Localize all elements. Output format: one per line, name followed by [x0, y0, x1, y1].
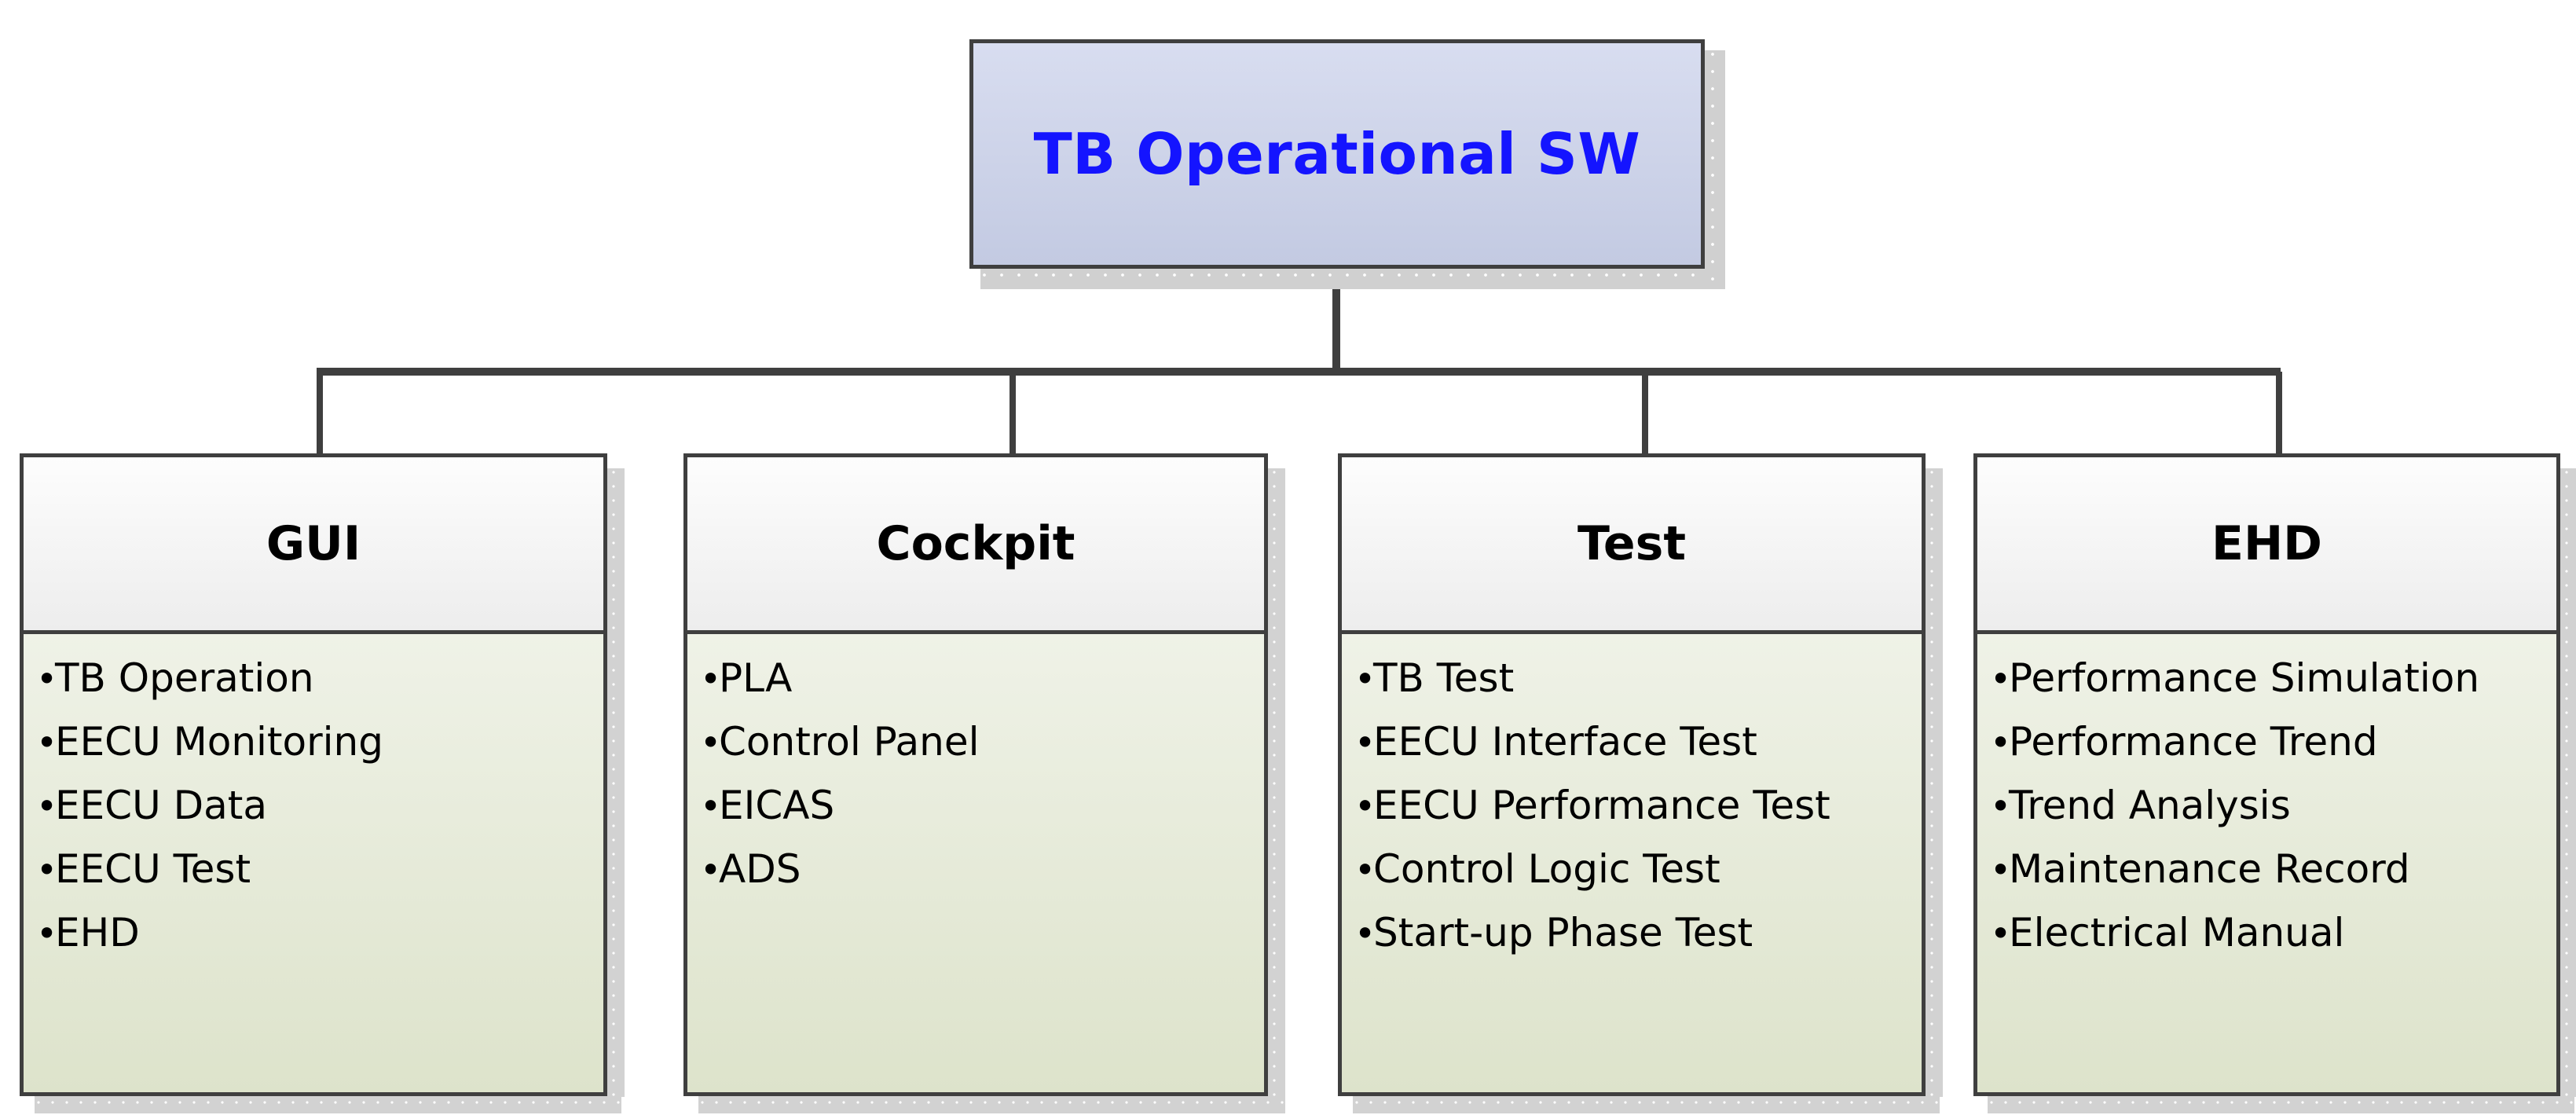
node-header-ehd: EHD	[1977, 457, 2556, 634]
node-shadow-right-gui	[607, 468, 625, 1097]
root-node-label: TB Operational SW	[1033, 121, 1641, 187]
node-gui[interactable]: GUI •TB Operation •EECU Monitoring •EECU…	[20, 453, 607, 1096]
node-body-gui: •TB Operation •EECU Monitoring •EECU Dat…	[24, 634, 603, 1092]
list-item[interactable]: •Performance Trend	[1990, 710, 2556, 774]
node-header-gui: GUI	[24, 457, 603, 634]
list-item[interactable]: •Electrical Manual	[1990, 901, 2556, 965]
list-item[interactable]: •Start-up Phase Test	[1354, 901, 1922, 965]
list-item-label: Start-up Phase Test	[1373, 910, 1753, 955]
node-shadow-right-cockpit	[1268, 468, 1285, 1097]
list-item[interactable]: •EHD	[36, 901, 603, 965]
node-shadow-right-test	[1926, 468, 1943, 1097]
bullet-icon: •	[1354, 785, 1376, 827]
list-item[interactable]: •EECU Performance Test	[1354, 774, 1922, 838]
node-shadow-bottom-test	[1353, 1096, 1940, 1113]
list-item-label: Trend Analysis	[2009, 783, 2291, 828]
node-item-list-cockpit: •PLA •Control Panel •EICAS •ADS	[700, 647, 1264, 901]
bullet-icon: •	[1354, 912, 1376, 955]
list-item-label: Control Panel	[719, 719, 980, 765]
connector-drop-test	[1642, 372, 1648, 455]
list-item-label: EECU Interface Test	[1373, 719, 1757, 765]
list-item[interactable]: •EECU Test	[36, 838, 603, 901]
list-item-label: PLA	[719, 655, 793, 701]
node-ehd[interactable]: EHD •Performance Simulation •Performance…	[1973, 453, 2560, 1096]
list-item[interactable]: •TB Operation	[36, 647, 603, 710]
connector-drop-ehd	[2276, 372, 2282, 455]
node-cockpit[interactable]: Cockpit •PLA •Control Panel •EICAS •ADS	[683, 453, 1268, 1096]
node-item-list-test: •TB Test •EECU Interface Test •EECU Perf…	[1354, 647, 1922, 965]
list-item-label: Control Logic Test	[1373, 846, 1720, 892]
list-item[interactable]: •Performance Simulation	[1990, 647, 2556, 710]
list-item-label: TB Test	[1373, 655, 1515, 701]
bullet-icon: •	[1990, 721, 2012, 764]
node-test[interactable]: Test •TB Test •EECU Interface Test •EECU…	[1338, 453, 1926, 1096]
node-shadow-bottom-gui	[35, 1096, 621, 1113]
bullet-icon: •	[36, 721, 58, 764]
bullet-icon: •	[36, 912, 58, 955]
list-item-label: EHD	[55, 910, 140, 955]
list-item-label: TB Operation	[55, 655, 314, 701]
list-item[interactable]: •EECU Data	[36, 774, 603, 838]
node-shadow-bottom-ehd	[1988, 1096, 2574, 1113]
list-item[interactable]: •EICAS	[700, 774, 1264, 838]
bullet-icon: •	[1354, 849, 1376, 891]
node-shadow-bottom-cockpit	[698, 1096, 1285, 1113]
bullet-icon: •	[1354, 658, 1376, 700]
bullet-icon: •	[700, 721, 722, 764]
node-shadow-right-ehd	[2560, 468, 2576, 1097]
list-item-label: EICAS	[719, 783, 835, 828]
list-item-label: EECU Performance Test	[1373, 783, 1830, 828]
connector-drop-cockpit	[1010, 372, 1016, 455]
node-body-test: •TB Test •EECU Interface Test •EECU Perf…	[1342, 634, 1922, 1092]
list-item[interactable]: •TB Test	[1354, 647, 1922, 710]
bullet-icon: •	[1990, 785, 2012, 827]
list-item[interactable]: •PLA	[700, 647, 1264, 710]
list-item-label: Maintenance Record	[2009, 846, 2410, 892]
list-item-label: Performance Simulation	[2009, 655, 2480, 701]
root-node-tb-operational-sw[interactable]: TB Operational SW	[969, 39, 1705, 269]
bullet-icon: •	[36, 658, 58, 700]
node-title-ehd: EHD	[2211, 516, 2322, 571]
bullet-icon: •	[700, 658, 722, 700]
node-header-cockpit: Cockpit	[687, 457, 1264, 634]
bullet-icon: •	[700, 785, 722, 827]
bullet-icon: •	[1990, 849, 2012, 891]
list-item[interactable]: •Trend Analysis	[1990, 774, 2556, 838]
root-node-shadow-bottom	[980, 269, 1716, 289]
node-title-gui: GUI	[266, 516, 361, 571]
bullet-icon: •	[36, 785, 58, 827]
list-item[interactable]: •ADS	[700, 838, 1264, 901]
list-item-label: ADS	[719, 846, 801, 892]
list-item-label: EECU Test	[55, 846, 251, 892]
connector-drop-gui	[317, 372, 323, 455]
bullet-icon: •	[1990, 912, 2012, 955]
node-title-cockpit: Cockpit	[876, 516, 1075, 571]
root-node-shadow-right	[1705, 50, 1725, 289]
node-body-ehd: •Performance Simulation •Performance Tre…	[1977, 634, 2556, 1092]
bullet-icon: •	[36, 849, 58, 891]
bullet-icon: •	[1990, 658, 2012, 700]
list-item[interactable]: •EECU Interface Test	[1354, 710, 1922, 774]
list-item-label: Performance Trend	[2009, 719, 2378, 765]
connector-horizontal-bus	[317, 368, 2281, 376]
node-title-test: Test	[1577, 516, 1687, 571]
list-item[interactable]: •Control Logic Test	[1354, 838, 1922, 901]
node-item-list-ehd: •Performance Simulation •Performance Tre…	[1990, 647, 2556, 965]
node-item-list-gui: •TB Operation •EECU Monitoring •EECU Dat…	[36, 647, 603, 965]
list-item[interactable]: •Control Panel	[700, 710, 1264, 774]
bullet-icon: •	[700, 849, 722, 891]
bullet-icon: •	[1354, 721, 1376, 764]
node-header-test: Test	[1342, 457, 1922, 634]
list-item-label: EECU Data	[55, 783, 267, 828]
list-item-label: EECU Monitoring	[55, 719, 383, 765]
list-item[interactable]: •EECU Monitoring	[36, 710, 603, 774]
node-body-cockpit: •PLA •Control Panel •EICAS •ADS	[687, 634, 1264, 1092]
connector-root-stem	[1332, 269, 1340, 373]
list-item[interactable]: •Maintenance Record	[1990, 838, 2556, 901]
list-item-label: Electrical Manual	[2009, 910, 2345, 955]
